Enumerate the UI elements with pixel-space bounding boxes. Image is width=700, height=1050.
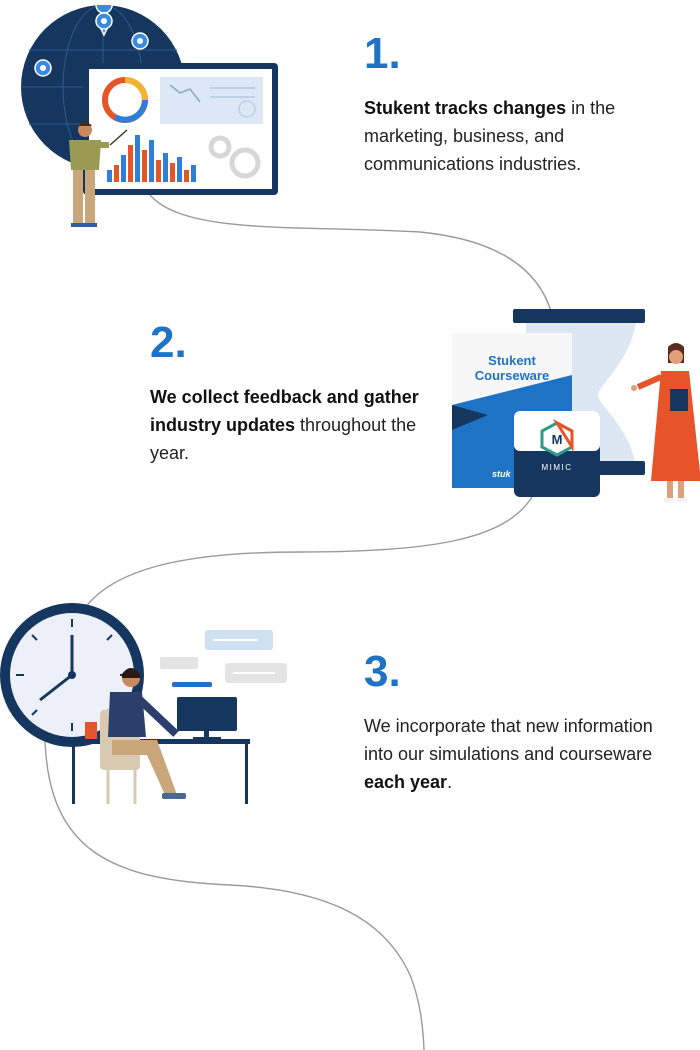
presenter-figure <box>69 122 128 227</box>
step-body: in the marketing, business, and communic… <box>364 98 616 174</box>
stukent-brand-mark: stuk <box>492 469 512 479</box>
desk-clock-illustration <box>0 603 287 804</box>
step-number: 3. <box>364 647 401 696</box>
step-highlight: We collect feedback and gather industry … <box>150 387 419 435</box>
presenter-analytics-illustration <box>21 5 278 227</box>
step-body-end: . <box>447 772 453 792</box>
step-body: We incorporate that new information into… <box>364 716 653 764</box>
step-2: 2. We collect feedback and gather indust… <box>150 321 420 467</box>
gear-icon <box>208 135 261 179</box>
message-bubbles-icon <box>160 630 287 687</box>
monitor-icon <box>177 697 237 740</box>
bar-chart-icon <box>107 135 196 182</box>
person-at-desk-figure <box>100 668 186 804</box>
step-description: Stukent tracks changes in the marketing,… <box>364 94 664 178</box>
donut-chart-icon <box>102 77 148 123</box>
step-number: 1. <box>364 29 401 78</box>
step-3: 3. We incorporate that new information i… <box>364 650 674 796</box>
mimic-letter: M <box>552 432 563 447</box>
step-number: 2. <box>150 318 187 367</box>
step-description: We incorporate that new information into… <box>364 712 674 796</box>
pencil-cup-icon <box>85 722 97 739</box>
mimic-label: MIMIC <box>541 463 572 472</box>
step-body: throughout the year. <box>150 415 417 463</box>
mimic-badge: M MIMIC <box>514 411 600 497</box>
step-1: 1. Stukent tracks changes in the marketi… <box>364 32 664 178</box>
step-highlight: each year <box>364 772 448 792</box>
courseware-title-line2: Courseware <box>475 368 549 383</box>
step-highlight: Stukent tracks changes <box>364 98 567 118</box>
presenter-woman-figure <box>631 343 700 502</box>
courseware-title-line1: Stukent <box>488 353 536 368</box>
courseware-illustration: Stukent Courseware stuk M MIMIC <box>452 309 700 502</box>
step-description: We collect feedback and gather industry … <box>150 383 420 467</box>
